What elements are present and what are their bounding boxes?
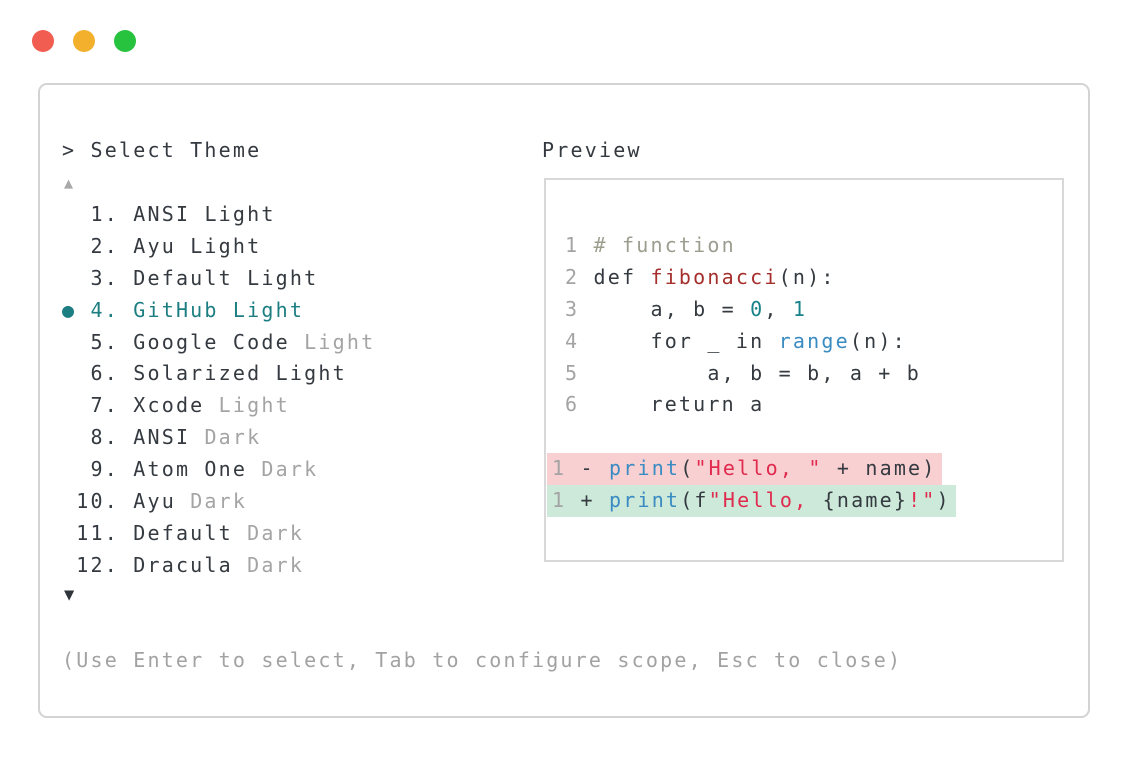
theme-list-item-default-dark[interactable]: 11. Default Dark	[62, 520, 305, 545]
code-line: 1 # function	[565, 233, 736, 257]
close-button[interactable]	[32, 30, 54, 52]
minimize-button[interactable]	[73, 30, 95, 52]
keyboard-hint: (Use Enter to select, Tab to configure s…	[62, 648, 903, 672]
code-line-diff-del: 1 - print("Hello, " + name)	[547, 453, 956, 486]
code-line: 4 for _ in range(n):	[565, 328, 907, 353]
code-line: 6 return a	[565, 392, 765, 417]
theme-list-item-google-code-light[interactable]: 5. Google Code Light	[62, 329, 376, 354]
theme-list-item-default-light[interactable]: 3. Default Light	[62, 265, 319, 290]
code-preview: 1 # function 2 def fibonacci(n): 3 a, b = …	[547, 230, 956, 518]
theme-list-item-ayu-dark[interactable]: 10. Ayu Dark	[62, 489, 248, 514]
code-line: 5 a, b = b, a + b	[565, 360, 922, 385]
theme-list-item-ayu-light[interactable]: 2. Ayu Light	[62, 233, 262, 258]
code-line: 3 a, b = 0, 1	[565, 296, 808, 321]
theme-list: 1. ANSI Light 2. Ayu Light 3. Default Li…	[62, 199, 375, 582]
theme-list-item-github-light[interactable]: ● 4. GitHub Light	[62, 297, 305, 322]
zoom-button[interactable]	[114, 30, 136, 52]
theme-list-item-ansi-dark[interactable]: 8. ANSI Dark	[62, 425, 262, 450]
theme-list-item-solarized-light[interactable]: 6. Solarized Light	[62, 361, 347, 386]
code-line-diff-add: 1 + print(f"Hello, {name}!")	[547, 485, 956, 518]
theme-list-item-ansi-light[interactable]: 1. ANSI Light	[62, 202, 276, 226]
theme-list-item-dracula-dark[interactable]: 12. Dracula Dark	[62, 552, 305, 577]
theme-picker-window: > Select Theme Preview ▲ 1. ANSI Light 2…	[38, 83, 1090, 718]
theme-list-item-xcode-light[interactable]: 7. Xcode Light	[62, 393, 290, 418]
picker-title: > Select Theme	[62, 138, 262, 162]
code-line	[547, 421, 956, 453]
scroll-down-icon[interactable]: ▼	[64, 585, 75, 605]
theme-list-item-atom-one-dark[interactable]: 9. Atom One Dark	[62, 457, 319, 482]
scroll-up-icon[interactable]: ▲	[64, 174, 74, 192]
code-line: 2 def fibonacci(n):	[565, 264, 836, 289]
preview-label: Preview	[542, 138, 642, 162]
